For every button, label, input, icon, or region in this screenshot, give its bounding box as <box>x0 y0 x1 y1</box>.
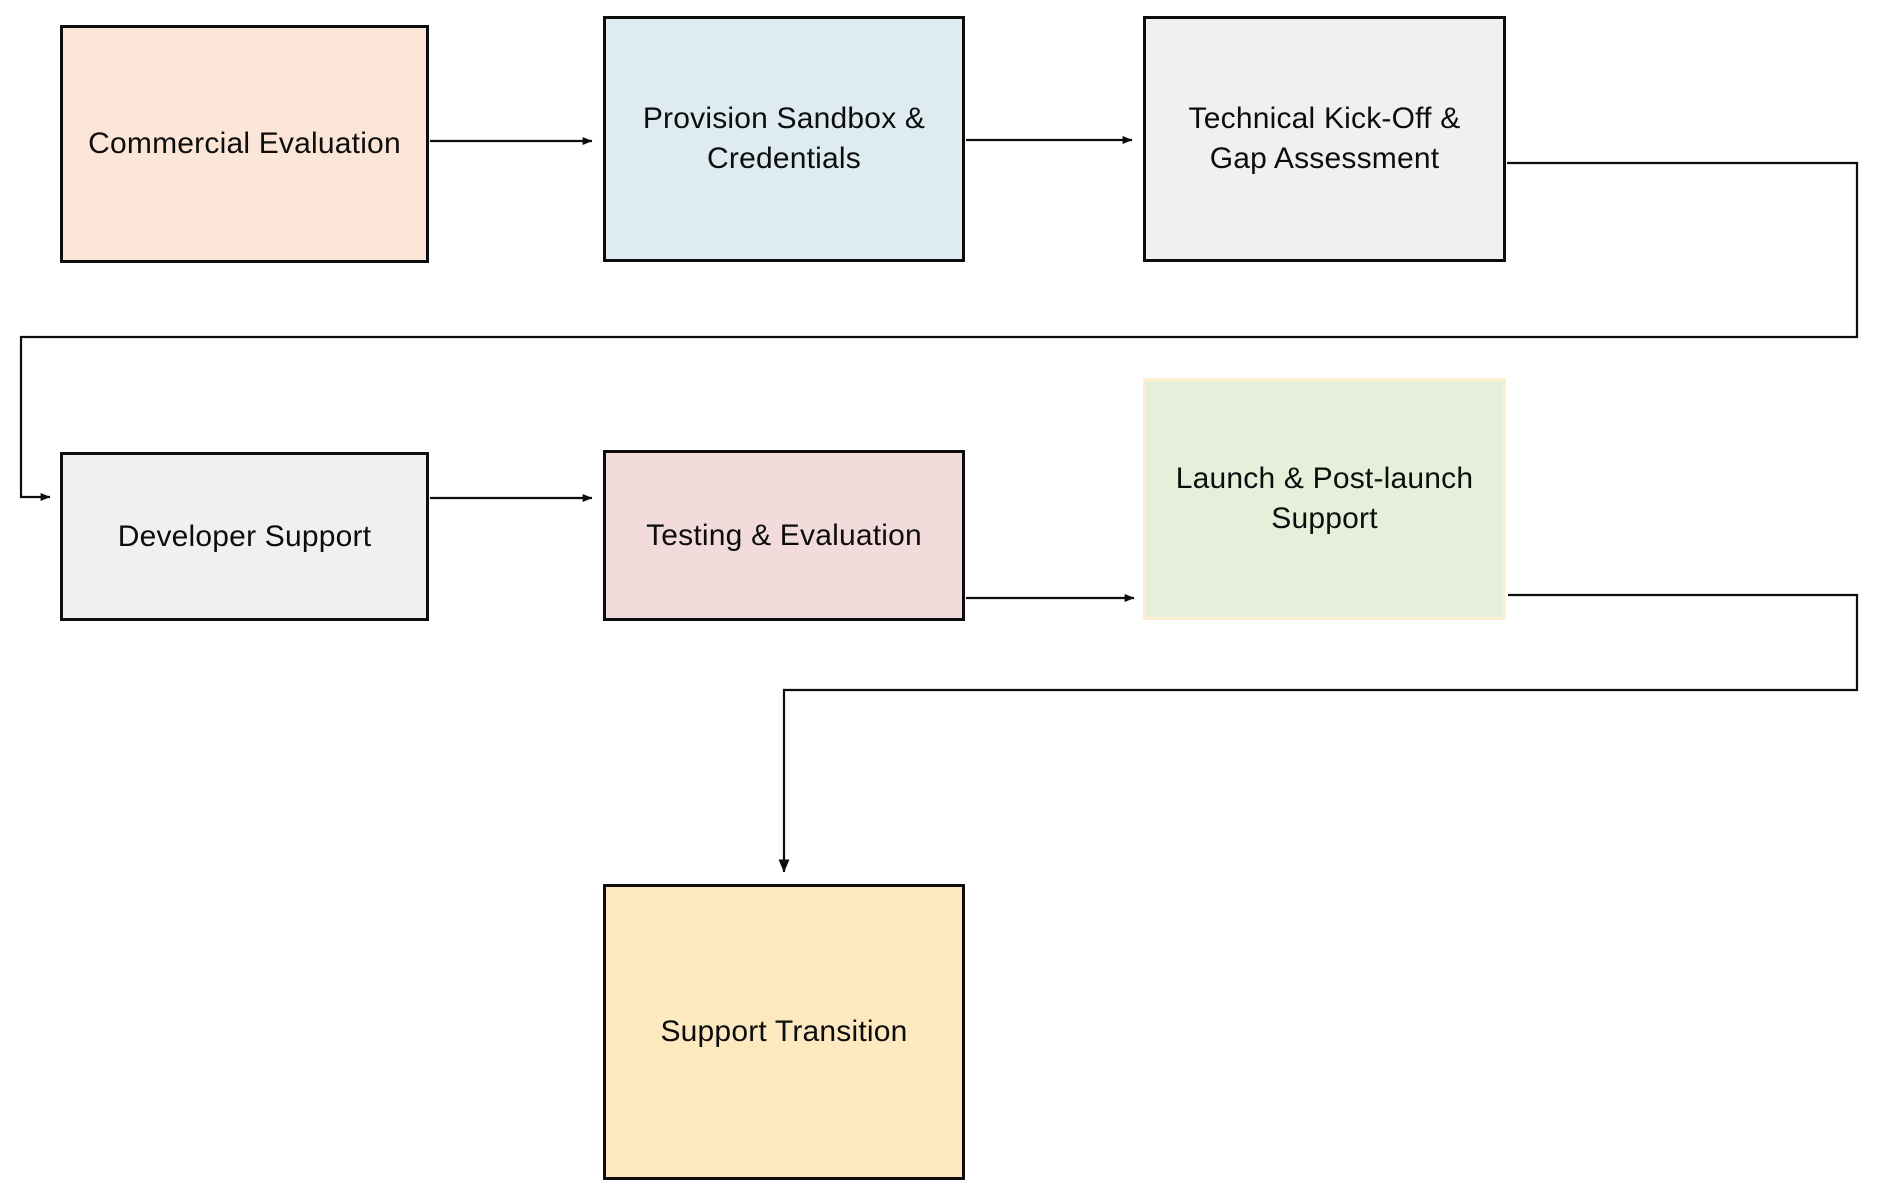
node-label: Support Transition <box>660 1015 908 1049</box>
edge-launch-to-support-transition <box>778 593 1859 873</box>
node-label: Provision Sandbox & Credentials <box>642 102 926 175</box>
node-technical-kickoff[interactable]: Technical Kick-Off & Gap Assessment <box>1143 16 1506 262</box>
node-launch-post-launch-support[interactable]: Launch & Post-launch Support <box>1143 378 1506 620</box>
node-support-transition[interactable]: Support Transition <box>603 884 965 1180</box>
node-commercial-evaluation[interactable]: Commercial Evaluation <box>60 25 429 263</box>
node-label: Developer Support <box>117 519 372 553</box>
node-label: Testing & Evaluation <box>646 518 922 552</box>
node-label: Commercial Evaluation <box>88 127 401 161</box>
node-developer-support[interactable]: Developer Support <box>60 452 429 621</box>
node-label: Launch & Post-launch Support <box>1175 462 1474 535</box>
node-testing-evaluation[interactable]: Testing & Evaluation <box>603 450 965 621</box>
node-label: Technical Kick-Off & Gap Assessment <box>1188 102 1461 175</box>
node-provision-sandbox[interactable]: Provision Sandbox & Credentials <box>603 16 965 262</box>
